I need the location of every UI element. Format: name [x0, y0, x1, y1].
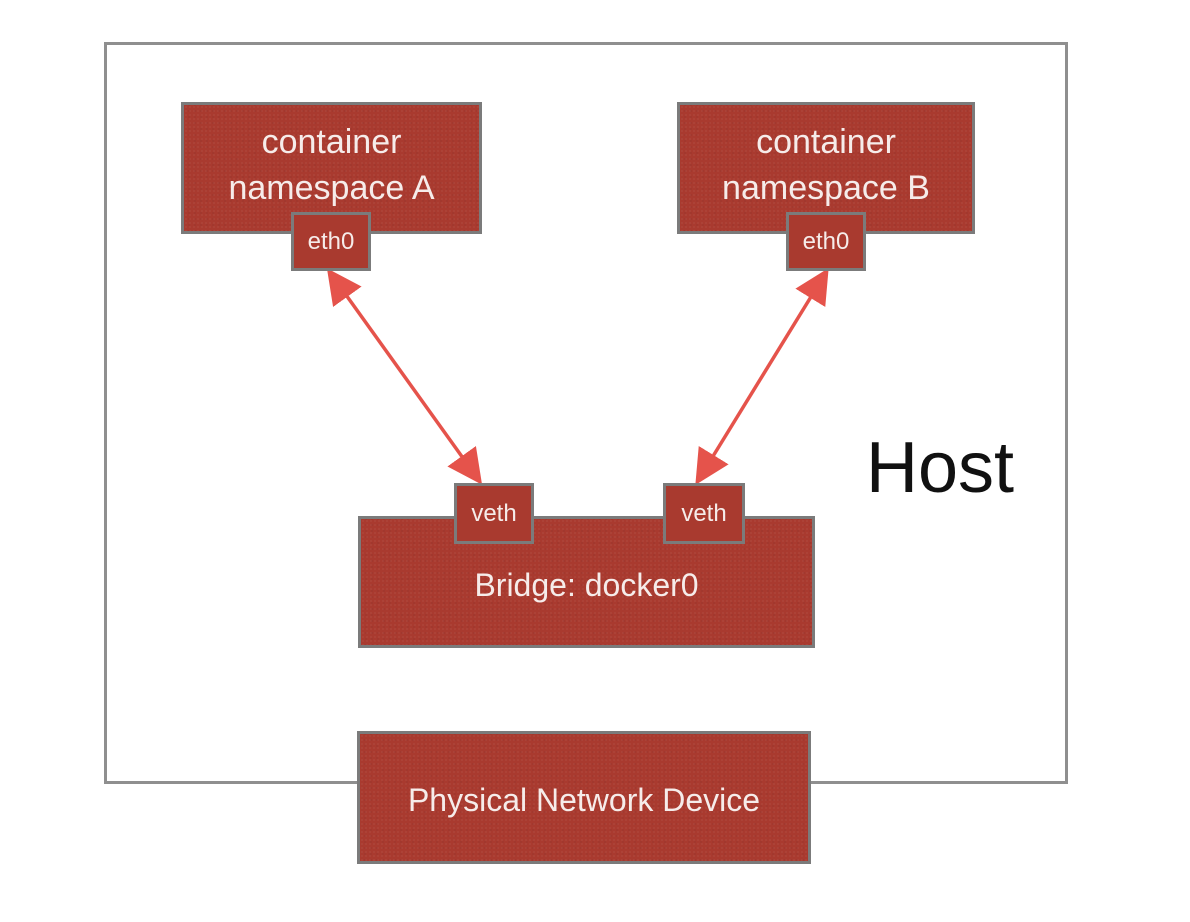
bridge-label: Bridge: docker0: [474, 567, 699, 603]
bridge-docker0: Bridge: docker0: [358, 516, 815, 648]
physical-network-device: Physical Network Device: [357, 731, 811, 864]
bridge-veth-port-1: veth: [454, 483, 534, 544]
namespace-b-eth0-port: eth0: [786, 212, 866, 271]
namespace-a-line2: namespace A: [228, 169, 435, 207]
physical-device-label: Physical Network Device: [407, 782, 761, 818]
bridge-veth-port-2: veth: [663, 483, 745, 544]
namespace-a-line1: container: [261, 123, 402, 161]
namespace-a-eth0-port: eth0: [291, 212, 371, 271]
namespace-b-line1: container: [756, 123, 896, 161]
link-namespace-b-to-bridge: [695, 268, 829, 485]
link-namespace-a-to-bridge: [326, 268, 483, 485]
namespace-b-line2: namespace B: [722, 169, 930, 207]
host-label: Host: [866, 428, 1015, 508]
